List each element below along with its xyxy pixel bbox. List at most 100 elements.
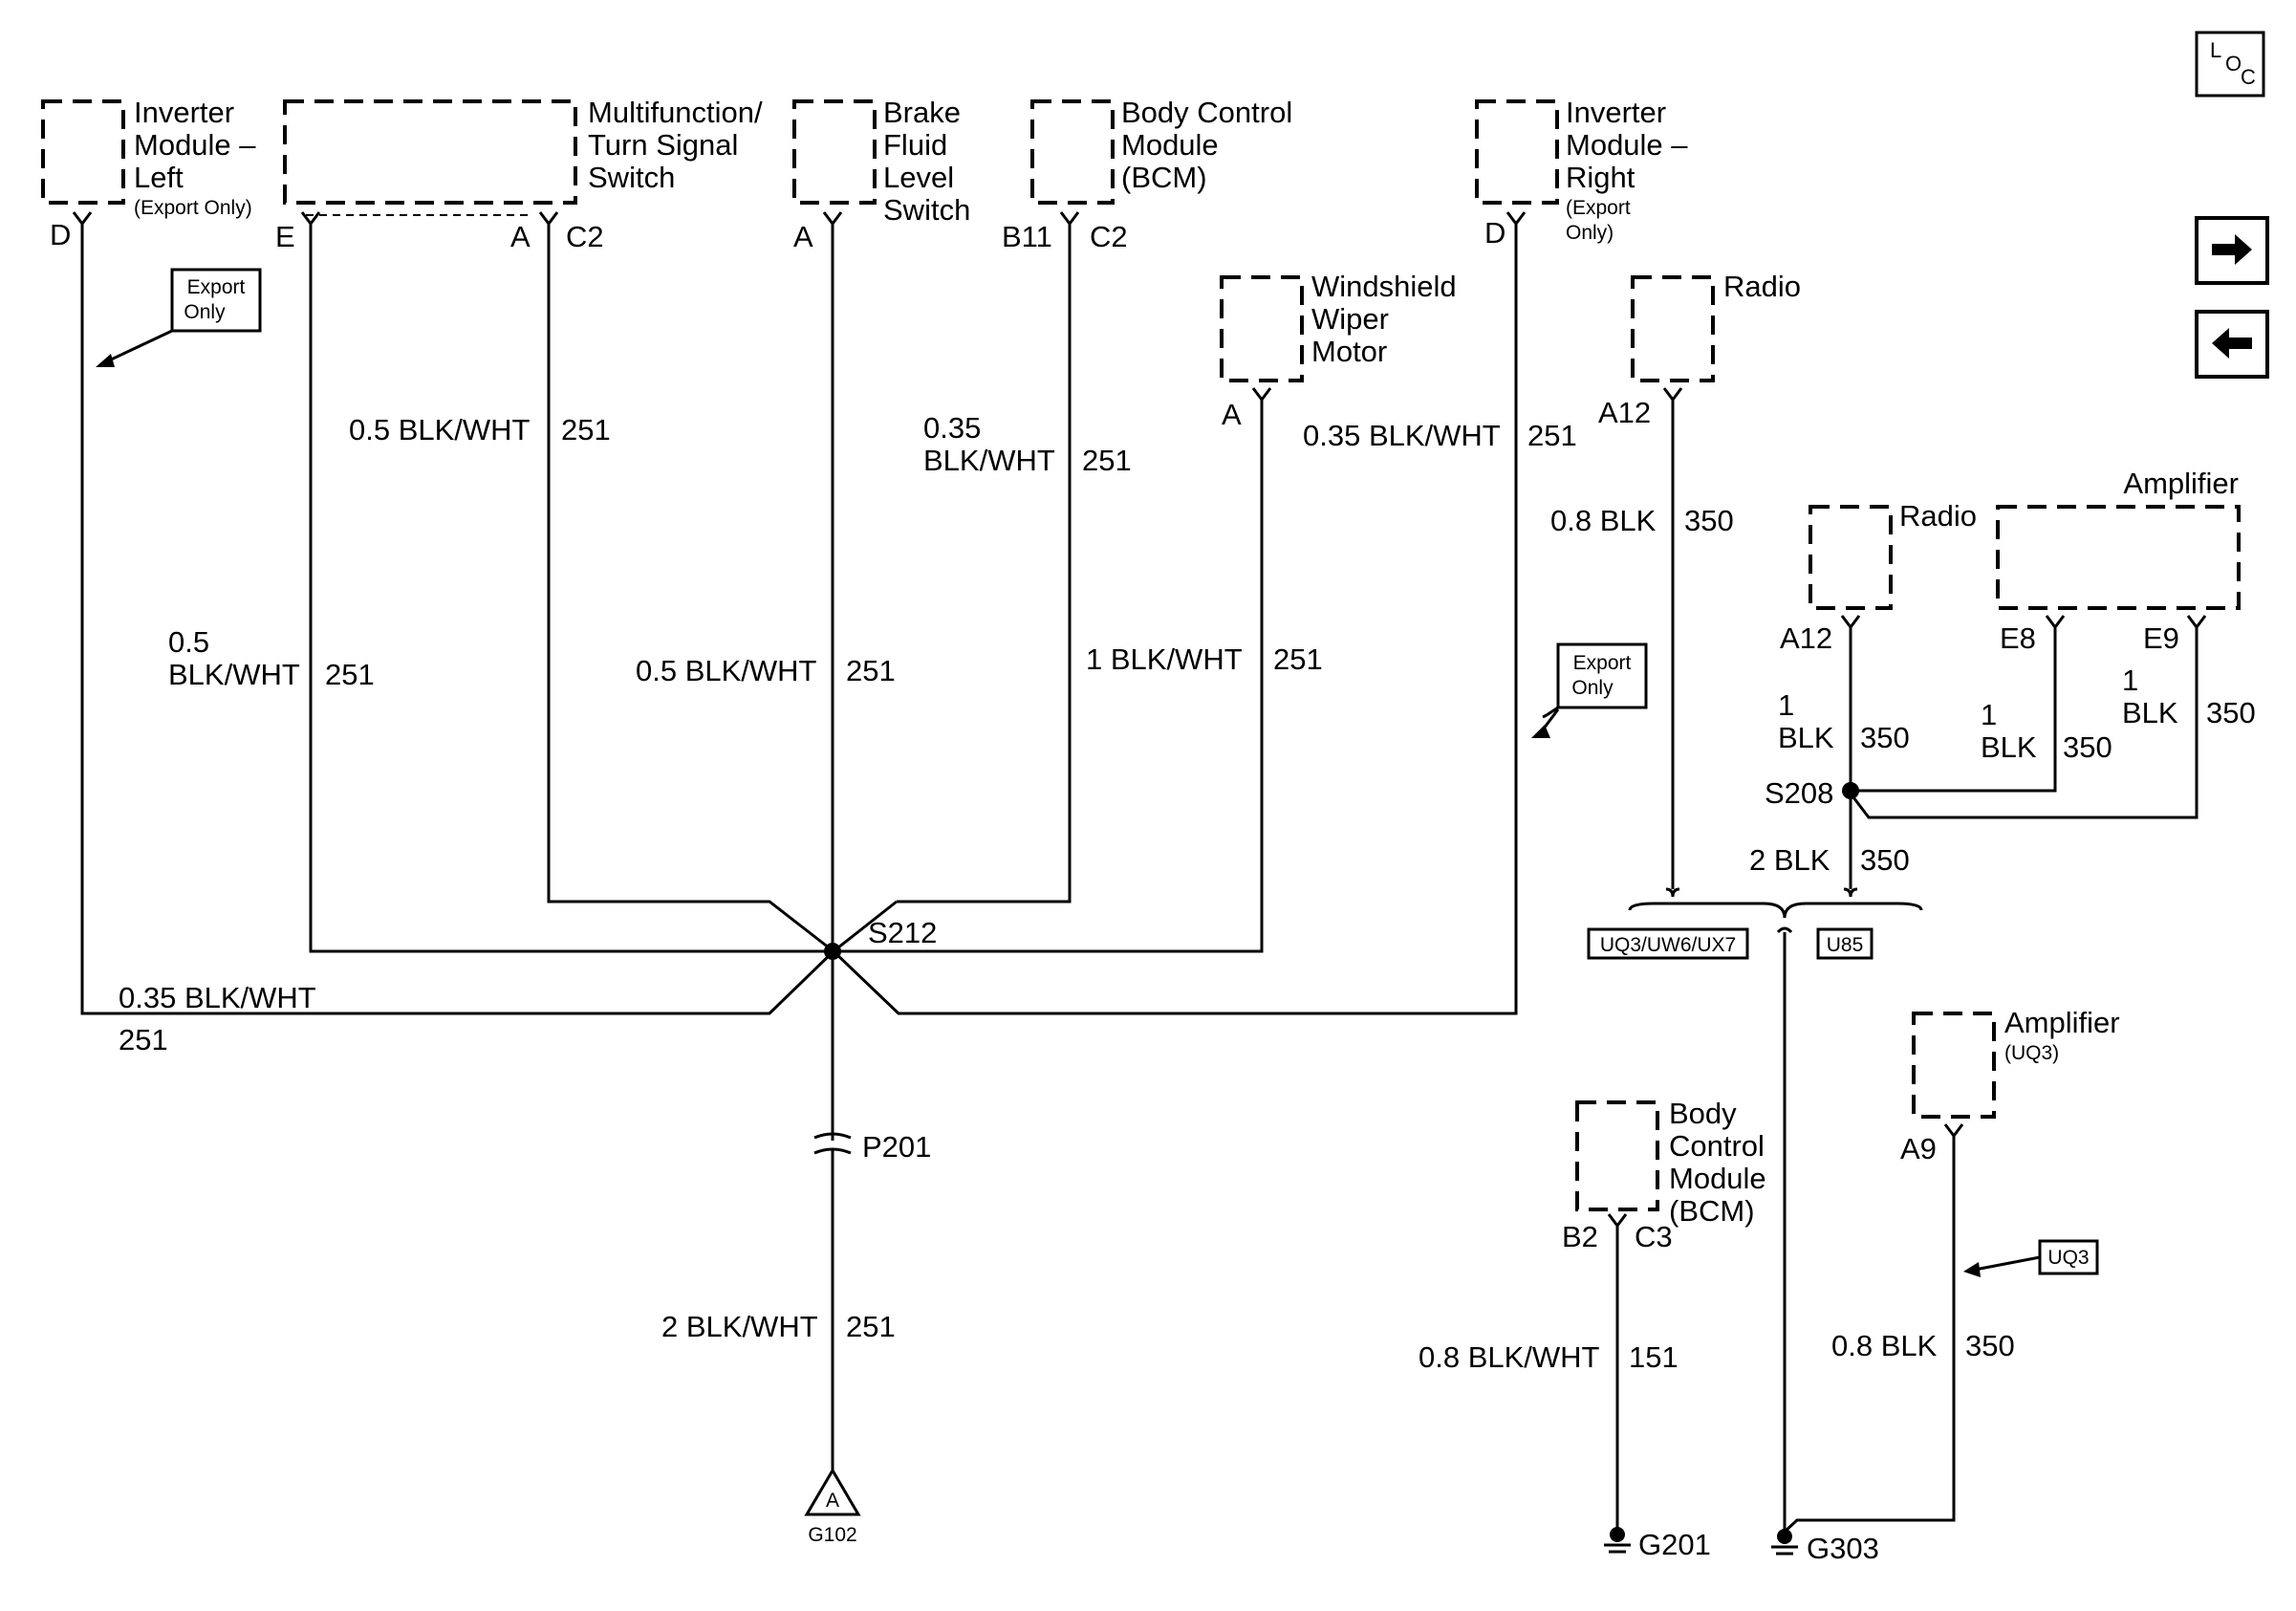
component-inverter-left: Inverter Module – Left (Export Only)	[41, 96, 256, 219]
wire-amp-e9-gauge2: BLK	[2122, 696, 2178, 729]
export-right-line2: Only	[1571, 677, 1614, 699]
ground-g102: A G102	[804, 1468, 861, 1546]
inverter-right-note1: (Export	[1566, 197, 1631, 219]
wiper-line1: Windshield	[1311, 270, 1457, 303]
export-left-line1: Export	[187, 276, 246, 298]
wire-bcm-c2-gauge2: BLK/WHT	[923, 444, 1055, 477]
connector-pins	[72, 211, 2207, 1231]
component-inverter-right: Inverter Module – Right (Export Only)	[1475, 96, 1688, 244]
wire-radio-mid-circuit: 350	[1860, 721, 1910, 754]
multifunction-line3: Switch	[588, 161, 675, 194]
bcm-top-line1: Body Control	[1121, 96, 1292, 129]
wire-radio-top-gauge: 0.8 BLK	[1550, 504, 1657, 537]
wire-amp-e8-gauge1: 1	[1981, 698, 1997, 731]
brake-line1: Brake	[883, 96, 961, 129]
brake-line3: Level	[883, 161, 954, 194]
option-uq3-uw6-ux7-label: UQ3/UW6/UX7	[1600, 934, 1736, 956]
pin-bcm-c3: C3	[1635, 1220, 1673, 1253]
pin-brake-a: A	[793, 220, 813, 253]
wire-bcm-ground-gauge: 0.8 BLK/WHT	[1419, 1340, 1600, 1374]
pin-multifunction-c2: C2	[566, 220, 604, 253]
wire-s208-down-gauge: 2 BLK	[1749, 843, 1830, 877]
option-uq3-label: UQ3	[2047, 1247, 2089, 1269]
wire-amp-e8-circuit: 350	[2063, 730, 2112, 764]
component-bcm-top: Body Control Module (BCM)	[1030, 96, 1292, 205]
component-radio-top: Radio	[1631, 270, 1801, 382]
pin-multifunction-e: E	[275, 220, 295, 253]
pin-radio-mid-a12: A12	[1780, 621, 1832, 655]
inverter-right-line3: Right	[1566, 161, 1635, 194]
location-button[interactable]: L O C	[2195, 31, 2265, 98]
ground-g303: G303	[1771, 1529, 1879, 1565]
wire-mf-e-gauge2: BLK/WHT	[168, 658, 300, 691]
wire-amp-e8-gauge2: BLK	[1981, 730, 2037, 764]
radio-top-label: Radio	[1723, 270, 1801, 303]
inverter-right-note2: Only)	[1566, 222, 1614, 244]
left-arrow-icon	[2212, 328, 2252, 359]
loc-c: C	[2241, 65, 2256, 89]
option-export-only-right: Export Only	[1531, 642, 1648, 738]
pin-bcm-b2: B2	[1562, 1220, 1598, 1253]
bcm-bottom-line1: Body	[1669, 1097, 1737, 1130]
radio-mid-label: Radio	[1899, 499, 1977, 533]
wire-radio-mid-gauge1: 1	[1778, 688, 1794, 722]
ground-g303-label: G303	[1807, 1532, 1879, 1565]
pin-inverter-left-d: D	[50, 218, 71, 251]
brake-line2: Fluid	[883, 128, 947, 162]
bcm-bottom-line4: (BCM)	[1669, 1194, 1755, 1228]
wires	[80, 229, 2199, 1534]
wire-wiper-gauge: 1 BLK/WHT	[1086, 642, 1243, 676]
splice-s208-label: S208	[1765, 776, 1833, 810]
amplifier-mid-label: Amplifier	[2123, 467, 2239, 500]
bcm-top-line2: Module	[1121, 128, 1219, 162]
component-radio-mid: Radio	[1809, 499, 1977, 610]
next-page-button[interactable]	[2195, 216, 2269, 285]
pin-multifunction-a: A	[510, 220, 531, 253]
previous-page-button[interactable]	[2195, 310, 2269, 379]
wire-mf-a-circuit: 251	[561, 413, 611, 446]
amplifier-bottom-note: (UQ3)	[2004, 1042, 2059, 1064]
wire-wiper-circuit: 251	[1273, 642, 1323, 676]
inverter-right-line1: Inverter	[1566, 96, 1666, 129]
option-export-only-left: Export Only	[96, 268, 262, 367]
wire-s208-down-circuit: 350	[1860, 843, 1910, 877]
splice-s212-label: S212	[868, 916, 937, 949]
component-brake-fluid-switch: Brake Fluid Level Switch	[792, 96, 970, 227]
pin-amp-a9: A9	[1900, 1132, 1937, 1165]
pin-bcm-b11: B11	[1002, 220, 1052, 253]
wire-radio-mid-gauge2: BLK	[1778, 721, 1834, 754]
wire-amp-e9-gauge1: 1	[2122, 664, 2138, 697]
export-left-line2: Only	[184, 301, 226, 323]
pin-bcm-c2: C2	[1090, 220, 1128, 253]
wire-main-ground-gauge: 2 BLK/WHT	[661, 1310, 818, 1343]
wire-mf-a-gauge: 0.5 BLK/WHT	[349, 413, 531, 446]
bcm-bottom-line2: Control	[1669, 1129, 1765, 1163]
ground-g102-letter: A	[826, 1490, 839, 1512]
component-bcm-bottom: Body Control Module (BCM)	[1575, 1097, 1766, 1228]
export-right-line1: Export	[1573, 652, 1632, 674]
wire-bcm-ground-circuit: 151	[1629, 1340, 1679, 1374]
wiper-line3: Motor	[1311, 335, 1387, 368]
bcm-top-line3: (BCM)	[1121, 161, 1207, 194]
component-amplifier-bottom: Amplifier (UQ3)	[1912, 1006, 2120, 1119]
inverter-right-line2: Module –	[1566, 128, 1688, 162]
arrow-head-icon	[96, 354, 115, 367]
brake-line4: Switch	[883, 193, 970, 227]
pin-wiper-a: A	[1222, 398, 1242, 431]
inverter-left-line1: Inverter	[134, 96, 234, 129]
wire-bcm-c2-circuit: 251	[1082, 444, 1132, 477]
right-arrow-icon	[2212, 234, 2252, 265]
wire-inverter-left-gauge: 0.35 BLK/WHT	[119, 981, 316, 1014]
splice-s208-dot	[1842, 782, 1859, 799]
pin-inverter-right-d: D	[1484, 216, 1505, 250]
ground-g201: G201	[1604, 1527, 1711, 1561]
wire-inverter-right-gauge: 0.35 BLK/WHT	[1303, 419, 1501, 452]
component-wiper-motor: Windshield Wiper Motor	[1220, 270, 1457, 382]
inline-connector-p201-label: P201	[862, 1130, 931, 1164]
bcm-bottom-line3: Module	[1669, 1162, 1766, 1195]
loc-o: O	[2225, 52, 2242, 76]
wire-radio-top-circuit: 350	[1684, 504, 1734, 537]
wiper-line2: Wiper	[1311, 302, 1389, 336]
component-multifunction-switch: Multifunction/ Turn Signal Switch	[283, 96, 763, 216]
